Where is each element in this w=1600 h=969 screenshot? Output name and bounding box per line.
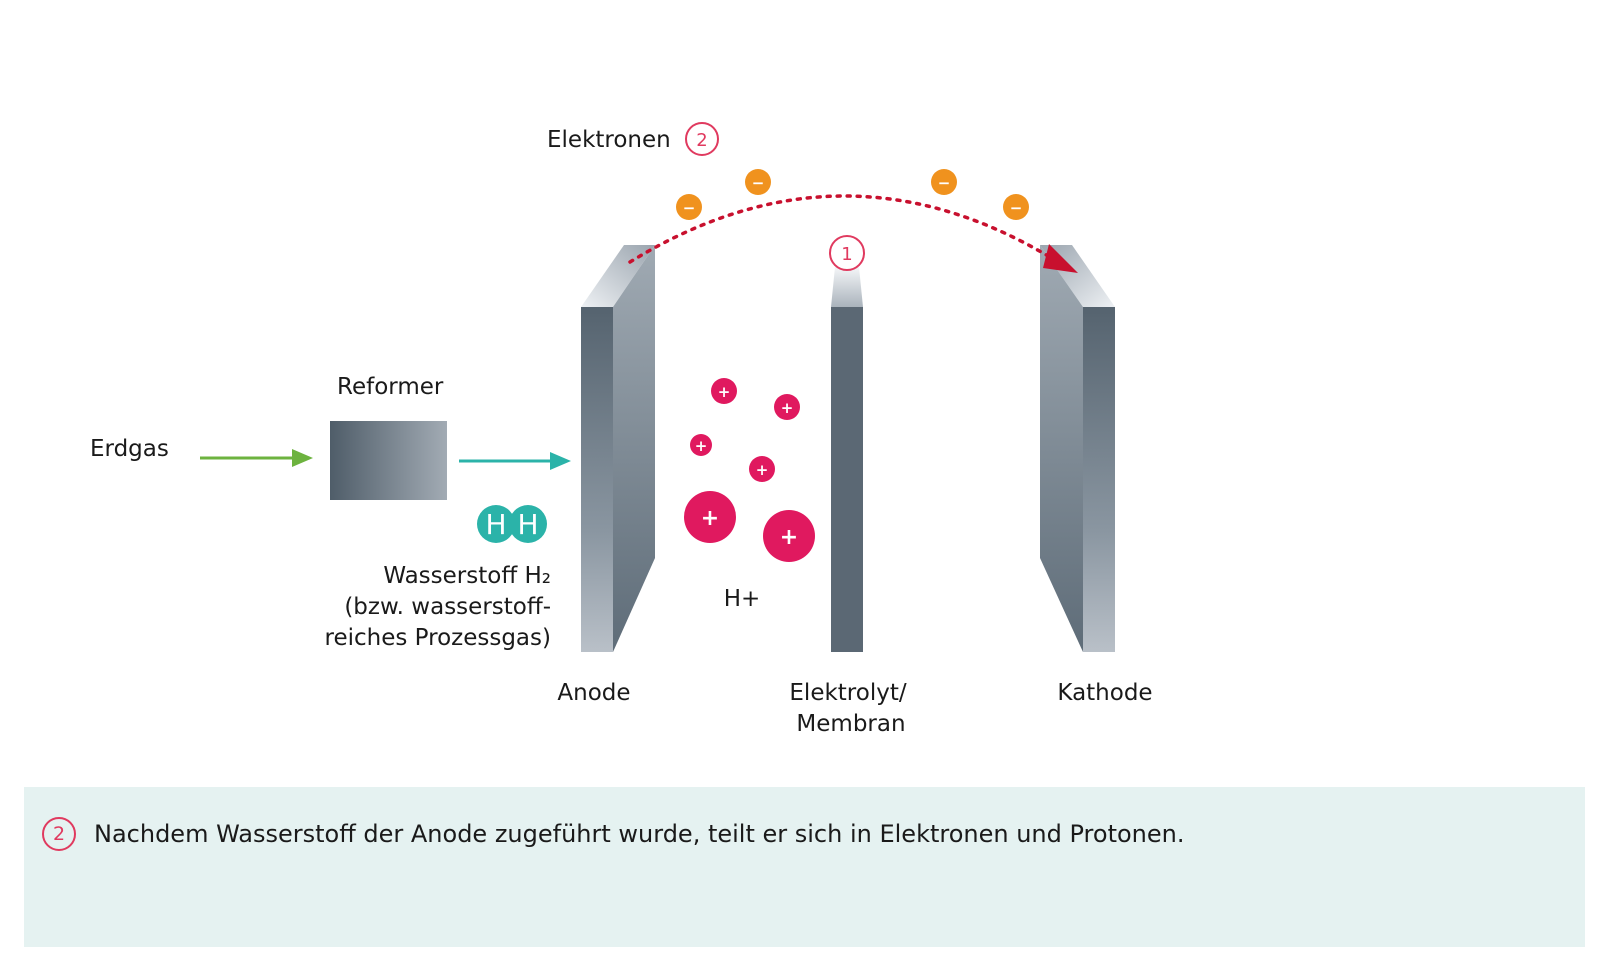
proton-2: +: [774, 394, 800, 420]
anode-label: Anode: [557, 680, 630, 706]
h-plus-label: H+: [724, 586, 761, 612]
hydrogen-molecule: H H: [477, 505, 547, 543]
reformer-box: [330, 421, 447, 500]
svg-text:+: +: [781, 399, 794, 417]
wasserstoff-label-2: (bzw. wasserstoff-: [344, 594, 551, 620]
svg-text:+: +: [756, 461, 769, 479]
proton-1: +: [711, 378, 737, 404]
kathode-label: Kathode: [1057, 680, 1152, 706]
svg-text:+: +: [718, 383, 731, 401]
caption-panel: 2 Nachdem Wasserstoff der Anode zugeführ…: [24, 787, 1585, 947]
proton-5: +: [684, 491, 736, 543]
erdgas-label: Erdgas: [90, 436, 169, 462]
wasserstoff-label-1: Wasserstoff H₂: [383, 563, 551, 589]
electron-3: −: [931, 169, 957, 195]
elektrolyt-label-1: Elektrolyt/: [789, 680, 906, 706]
erdgas-arrow: [200, 449, 313, 467]
svg-text:−: −: [683, 199, 696, 217]
svg-text:2: 2: [696, 130, 707, 151]
svg-text:+: +: [701, 506, 719, 531]
electron-2: −: [745, 169, 771, 195]
electron-path-arrowhead: [1043, 244, 1078, 273]
elektrolyt-label-2: Membran: [796, 711, 905, 737]
anode-electrode: [581, 245, 655, 652]
proton-4: +: [749, 456, 775, 482]
svg-text:−: −: [938, 174, 951, 192]
reformer-label: Reformer: [337, 374, 444, 400]
elektronen-label: Elektronen: [547, 127, 671, 153]
caption-text: Nachdem Wasserstoff der Anode zugeführt …: [94, 820, 1185, 848]
hydrogen-atom-2: H: [517, 508, 538, 541]
svg-text:−: −: [1010, 199, 1023, 217]
proton-3: +: [690, 434, 712, 456]
proton-6: +: [763, 510, 815, 562]
svg-text:+: +: [780, 525, 798, 550]
elektronen-step-marker: 2: [685, 122, 719, 156]
membrane-step-marker: 1: [829, 235, 865, 271]
svg-text:+: +: [695, 437, 708, 455]
kathode-electrode: [1040, 245, 1115, 652]
fuel-cell-diagram: Erdgas Reformer H H Wasserstoff H₂ (bzw.…: [90, 122, 1153, 737]
wasserstoff-label-3: reiches Prozessgas): [325, 625, 552, 651]
svg-text:−: −: [752, 174, 765, 192]
hydrogen-arrow: [459, 452, 571, 470]
electron-1: −: [676, 194, 702, 220]
membrane: [831, 267, 863, 652]
hydrogen-atom-1: H: [485, 508, 506, 541]
svg-text:1: 1: [841, 244, 852, 265]
caption-step-marker: 2: [42, 817, 76, 851]
electron-4: −: [1003, 194, 1029, 220]
